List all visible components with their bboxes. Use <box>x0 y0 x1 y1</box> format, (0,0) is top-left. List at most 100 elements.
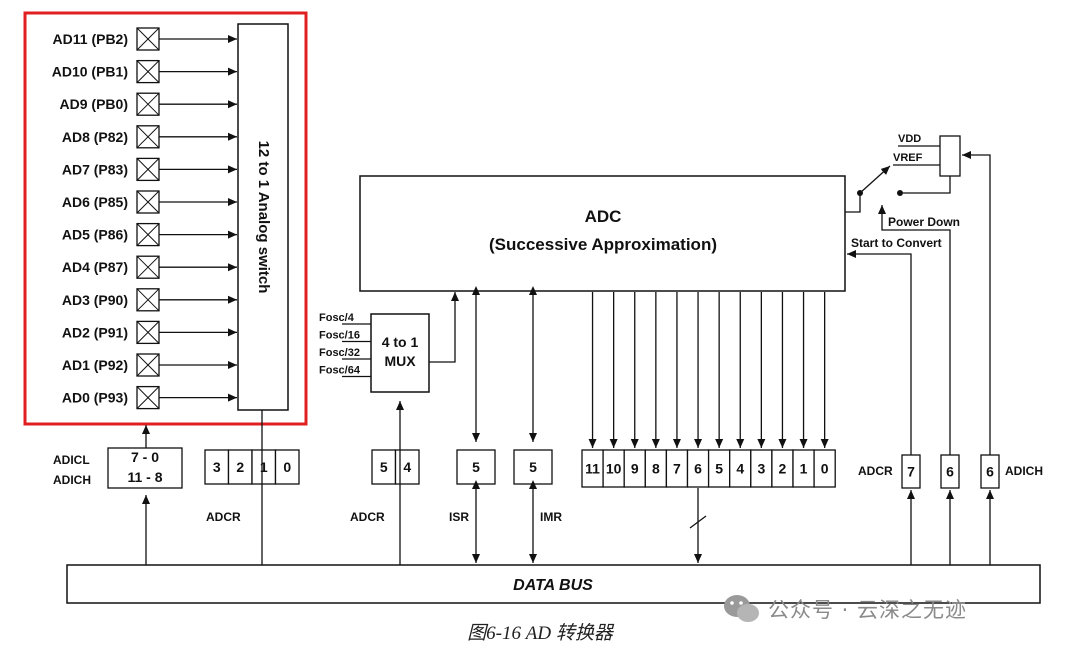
channel-row: AD7 (P83) <box>62 157 237 182</box>
channel-label: AD4 (P87) <box>62 259 128 275</box>
channel-label: AD9 (PB0) <box>60 96 128 112</box>
start-convert-line <box>847 250 912 455</box>
register-bit: 4 <box>403 459 411 475</box>
channel-label: AD10 (PB1) <box>52 64 128 80</box>
switch-blade <box>859 165 891 194</box>
power-down-line <box>878 205 951 455</box>
mux-label-line1: 4 to 1 <box>382 334 419 350</box>
register-bit: 11 <box>585 461 600 477</box>
adic-left-bottom-label: ADICH <box>53 473 91 487</box>
register-bit: 5 <box>472 459 480 475</box>
register-bit: 3 <box>757 461 765 477</box>
highlight-frame <box>23 11 308 426</box>
watermark: 公众号 · 云深之无迹 <box>722 592 967 626</box>
channel-row: AD9 (PB0) <box>60 92 237 116</box>
mux-to-adc-line <box>429 292 459 363</box>
vref-label: VREF <box>893 152 923 164</box>
mux-input-label: Fosc/4 <box>319 312 355 324</box>
data-bus-label: DATA BUS <box>513 577 593 594</box>
register-bit: 5 <box>380 459 388 475</box>
bit6-register: 6 <box>940 454 960 489</box>
channel-row: AD1 (P92) <box>62 353 237 377</box>
channel-label: AD3 (P90) <box>62 292 128 308</box>
channel-row: AD11 (PB2) <box>53 27 237 51</box>
register-bit: 0 <box>821 461 829 477</box>
register-bit: 5 <box>529 459 537 475</box>
vdd-label: VDD <box>898 133 921 145</box>
vref-output-line <box>903 176 951 194</box>
register-cell <box>813 449 836 488</box>
adc-title: ADC <box>585 207 622 226</box>
register-cell <box>274 449 300 485</box>
register-bit: 6 <box>946 464 954 480</box>
channel-list: AD11 (PB2) AD10 (PB1) AD9 (PB0) AD8 (P82) AD… <box>52 27 237 410</box>
channel-label: AD6 (P85) <box>62 194 128 210</box>
adic-left-top-label: ADICL <box>53 453 90 467</box>
mux-input-label: Fosc/16 <box>319 330 360 342</box>
watermark-text: 公众号 · 云深之无迹 <box>768 598 968 622</box>
result-bit-lines <box>588 292 829 448</box>
register-bit: 1 <box>800 461 808 477</box>
channel-label: AD11 (PB2) <box>53 31 128 47</box>
channel-row: AD5 (P86) <box>62 222 237 247</box>
vref-select-ctrl-line <box>962 151 991 455</box>
channel-row: AD10 (PB1) <box>52 59 237 84</box>
analog-switch-label: 12 to 1 Analog switch <box>255 141 272 294</box>
channel-row: AD0 (P93) <box>62 385 237 410</box>
register-cell <box>456 449 496 485</box>
isr-label: ISR <box>449 510 469 524</box>
channel-label: AD7 (P83) <box>62 161 128 177</box>
adic-cell-bottom: 11 - 8 <box>127 469 162 485</box>
adc-block <box>359 175 846 292</box>
channel-row: AD4 (P87) <box>62 255 237 279</box>
mux-input-label: Fosc/32 <box>319 347 360 359</box>
data-bus <box>66 564 1041 604</box>
register-bit: 6 <box>694 461 702 477</box>
switch-to-adc-line <box>845 193 861 213</box>
channel-label: AD0 (P93) <box>62 390 128 406</box>
adich-bit6-register: 6 <box>980 454 1000 489</box>
channel-row: AD2 (P91) <box>62 320 237 345</box>
register-bit: 1 <box>260 459 268 475</box>
adcr-clk-label: ADCR <box>350 510 385 524</box>
mux-label-line2: MUX <box>384 353 416 369</box>
figure-caption: 图6-16 AD 转换器 <box>467 623 613 644</box>
register-cell <box>394 449 420 485</box>
imr-register: 5 <box>513 449 553 485</box>
vref-selector-block <box>939 135 961 177</box>
register-cell <box>980 454 1000 489</box>
adcr-bit7-label: ADCR <box>858 464 893 478</box>
channel-label: AD5 (P86) <box>62 227 128 243</box>
imr-label: IMR <box>540 510 562 524</box>
register-bit: 4 <box>736 461 744 477</box>
register-bit: 5 <box>715 461 723 477</box>
register-bit: 0 <box>283 459 291 475</box>
power-down-label: Power Down <box>888 215 960 229</box>
register-bit: 10 <box>606 461 622 477</box>
register-bit: 9 <box>631 461 639 477</box>
register-bit: 8 <box>652 461 660 477</box>
channel-label: AD8 (P82) <box>62 129 128 145</box>
register-bit: 3 <box>213 459 221 475</box>
register-bit: 2 <box>779 461 787 477</box>
channel-label: AD1 (P92) <box>62 357 128 373</box>
register-cell <box>901 454 921 489</box>
register-bit: 6 <box>986 464 994 480</box>
register-bit: 2 <box>236 459 244 475</box>
adc-subtitle: (Successive Approximation) <box>489 235 717 254</box>
adcr-bit7-register: 7 <box>901 454 921 489</box>
adich-bit6-label: ADICH <box>1005 464 1043 478</box>
channel-row: AD3 (P90) <box>62 288 237 312</box>
channel-row: AD6 (P85) <box>62 190 237 214</box>
switch-contact-right <box>897 190 903 196</box>
register-bit: 7 <box>673 461 681 477</box>
wechat-logo-icon <box>724 595 759 622</box>
bus-connections <box>142 401 994 565</box>
register-bit: 7 <box>907 464 915 480</box>
analog-switch-block <box>237 23 289 411</box>
mux-block <box>370 313 430 393</box>
start-convert-label: Start to Convert <box>851 236 942 250</box>
